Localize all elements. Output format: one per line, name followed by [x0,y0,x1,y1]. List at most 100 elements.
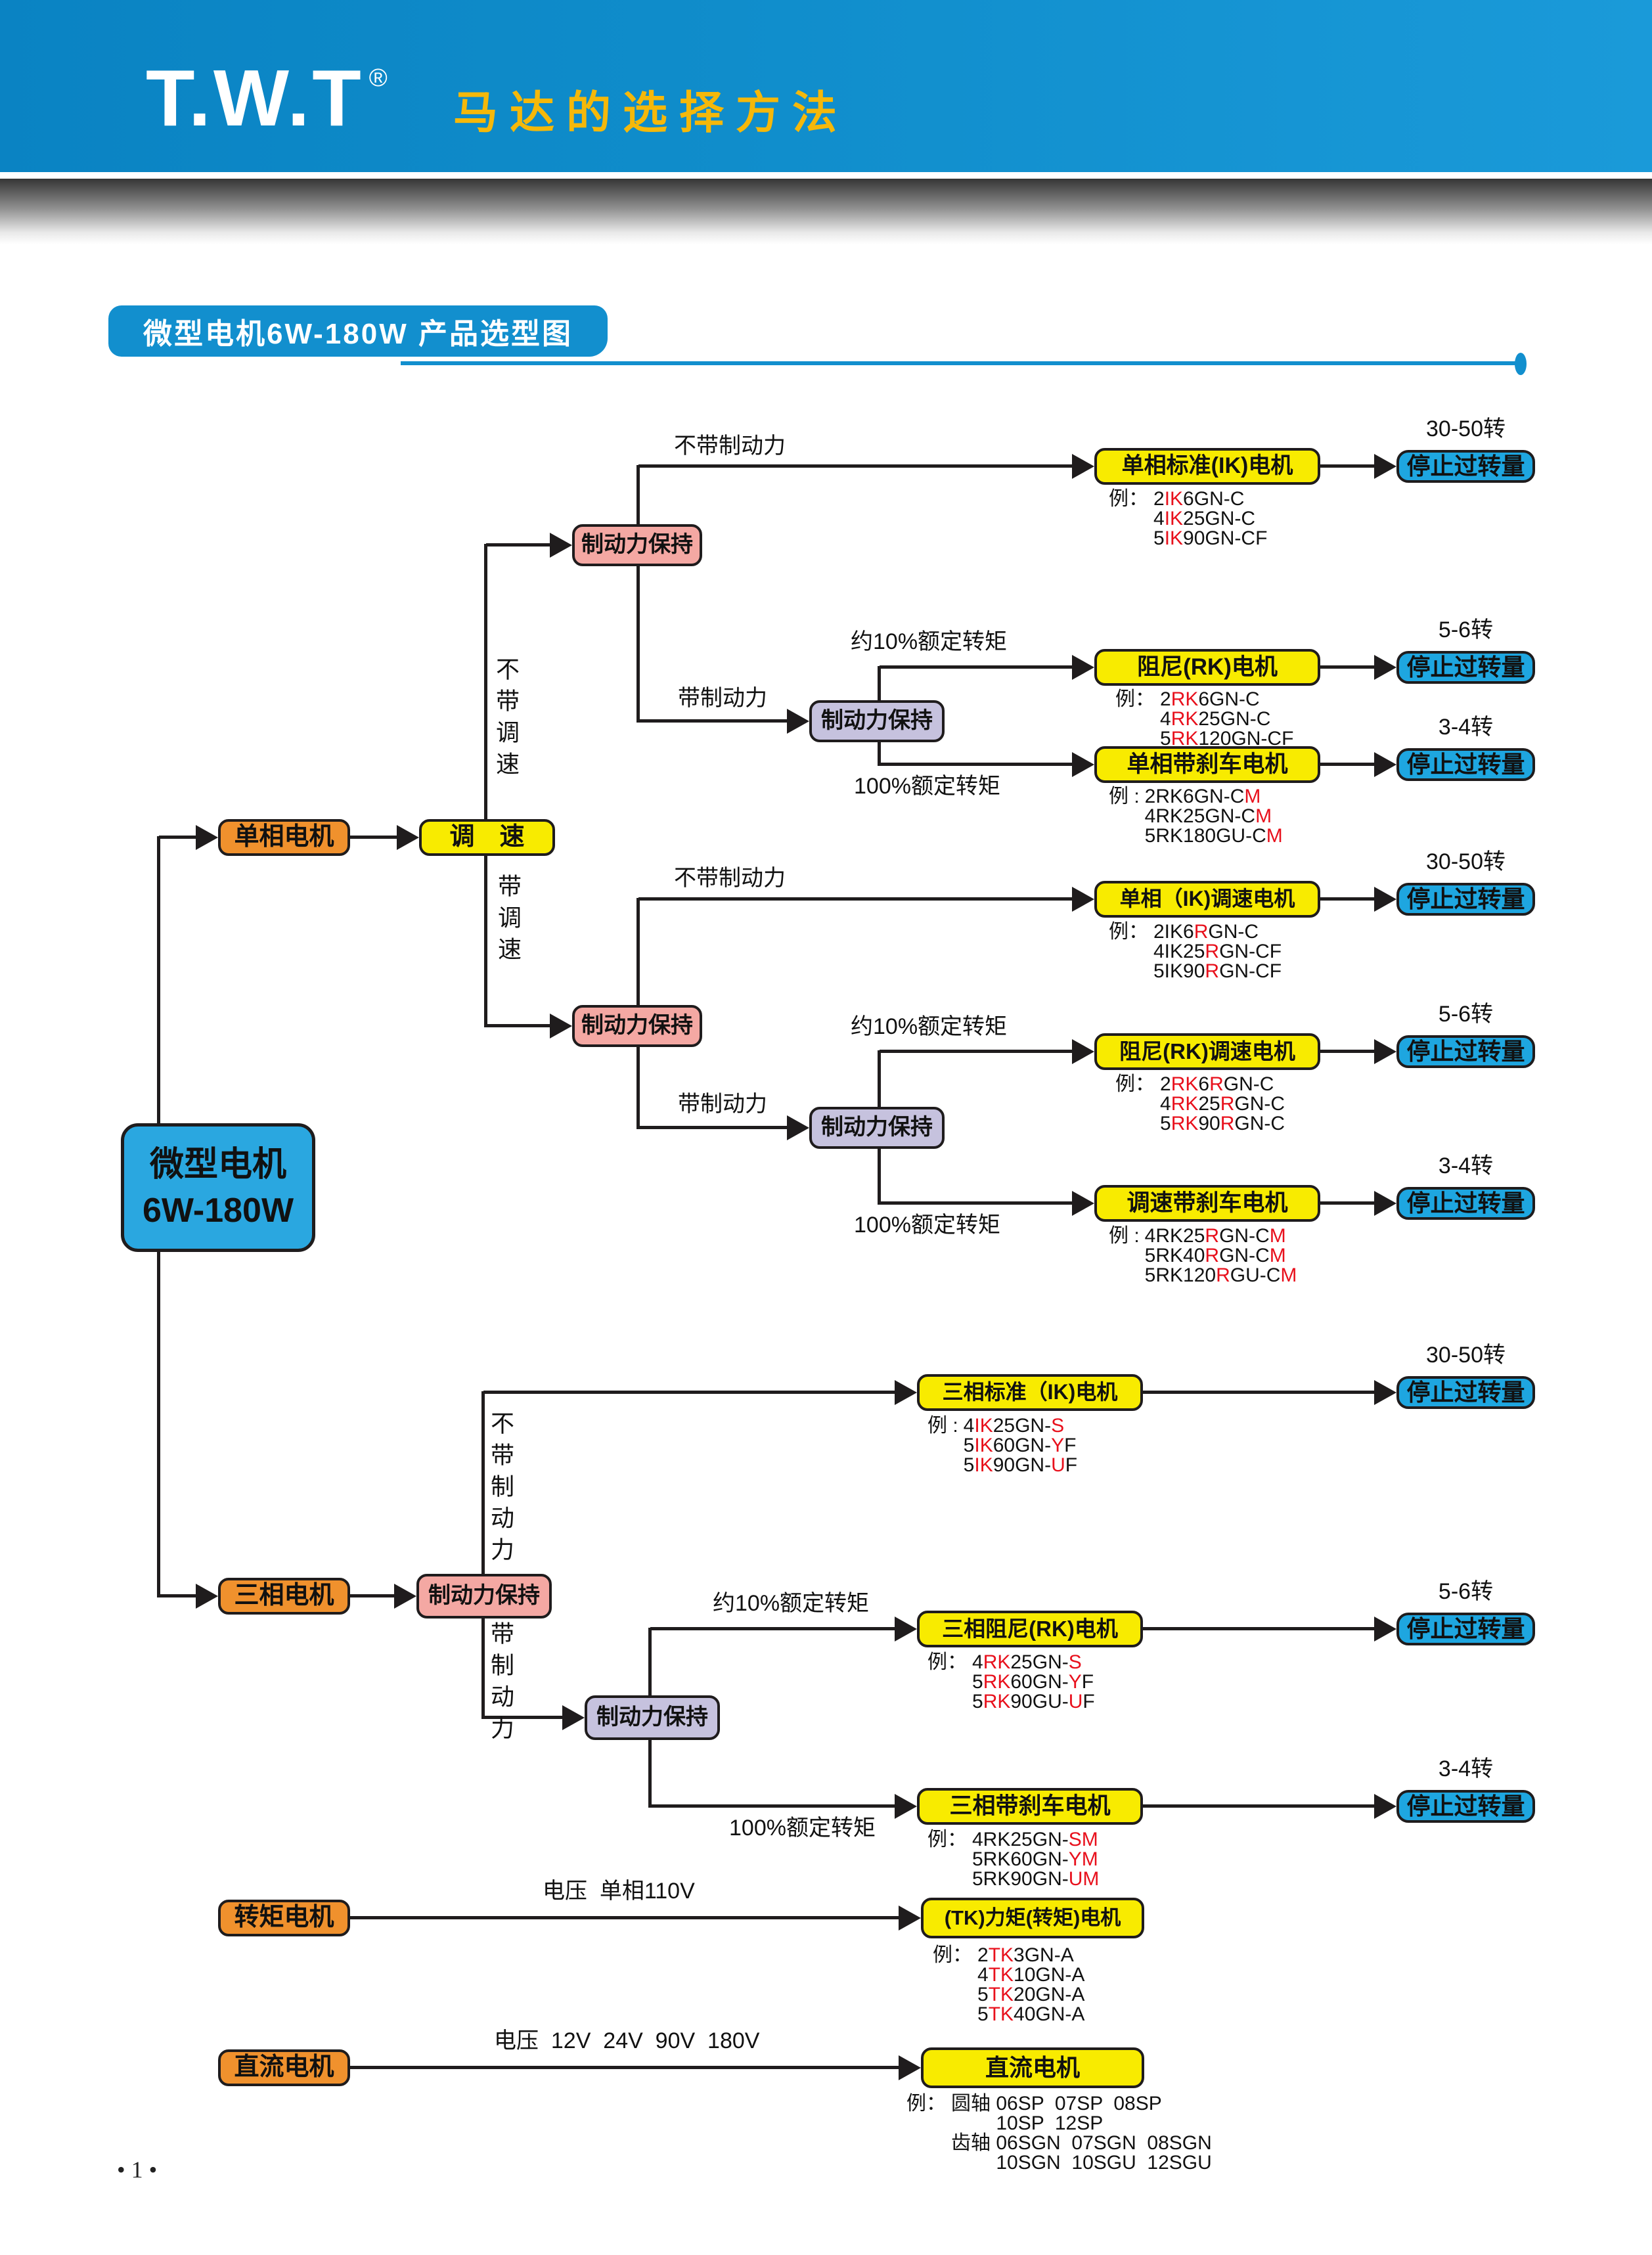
section-heading-rule [401,361,1521,365]
example-line: 5IK90GN-UF [964,1456,1077,1475]
connector-line [486,543,552,547]
edge-label: 约10%额定转矩 [851,629,1008,654]
model-code-highlight: R [1216,1264,1230,1286]
edge-label: 100%额定转矩 [854,774,1000,799]
connector-line [1320,1050,1377,1053]
model-code-highlight: IK [1164,527,1184,549]
node-motor-three-standard-ik: 三相标准（IK)电机 [917,1374,1143,1411]
model-code-text: 4 [972,1651,983,1673]
example-line: 4IK25RGN-CF [1153,942,1282,962]
example-line: 5IK90GN-CF [1153,529,1267,548]
example-line: 2TK3GN-A [977,1946,1084,1965]
model-code-text: 10GN-A [1014,1964,1085,1986]
connector-line [1143,1804,1377,1808]
arrowhead-icon [1374,752,1396,777]
turn-count-label: 3-4转 [1438,1153,1494,1178]
arrowhead-icon [895,1617,917,1641]
connector-line [650,1804,897,1808]
arrowhead-icon [1374,1380,1396,1405]
node-brake-hold-2: 制动力保持 [809,700,945,742]
example-line: 齿轴 06SGN 07SGN 08SGN [951,2133,1212,2153]
model-code-text: 齿轴 06SGN 07SGN 08SGN [951,2132,1212,2154]
arrowhead-icon [787,1115,809,1140]
connector-line [157,1250,160,1597]
model-code-highlight: M [1269,1225,1286,1247]
model-code-highlight: UM [1068,1868,1100,1890]
connector-line [880,1201,1075,1205]
example-prefix: 例 : [927,1415,958,1437]
edge-label: 约10%额定转矩 [713,1591,870,1616]
arrowhead-icon [899,2055,921,2080]
node-stop-overrun-5: 停止过转量 [1396,1035,1535,1068]
edge-label: 100%额定转矩 [729,1816,876,1841]
arrowhead-icon [1072,1191,1094,1216]
model-code-highlight: RK [1171,1093,1199,1115]
model-code-highlight: IK [974,1415,993,1437]
connector-line [648,1628,652,1697]
edge-label: 100%额定转矩 [854,1213,1000,1238]
connector-line [650,1627,897,1630]
example-line: 10SGN 10SGU 12SGU [951,2152,1212,2174]
turn-count-label: 5-6转 [1438,617,1494,642]
example-line: 5IK60GN-YF [964,1436,1077,1456]
connector-line [1320,464,1377,468]
model-code-highlight: IK [1164,488,1184,510]
vertical-edge-label: 带制动力 [487,1621,514,1747]
connector-line [638,464,1075,468]
model-code-text: 5 [972,1671,983,1693]
model-code-text: 4RK25 [1144,1225,1205,1247]
example-line: 5RK60GN-YF [972,1672,1095,1692]
example-line: 5RK90GN-UM [972,1869,1099,1889]
model-code-text: 6GN-C [1183,488,1245,510]
connector-line [1320,665,1377,669]
example-line: 5IK90RGN-CF [1153,962,1282,981]
connector-line [880,665,1075,669]
connector-line [157,836,160,1125]
model-code-text: GU-C [1230,1264,1281,1286]
model-code-text: 2IK6 [1153,921,1194,943]
model-code-text: 4 [1160,708,1171,730]
turn-count-label: 30-50转 [1426,1343,1506,1368]
example-line: 5RK90GU-UF [972,1692,1095,1712]
model-code-text: 5 [963,1435,975,1456]
model-code-text: 5 [1160,1113,1171,1134]
model-code-text: GN-C [1219,1245,1270,1266]
model-code-highlight: RK [1171,728,1199,749]
node-motor-damping-rk: 阻尼(RK)电机 [1094,649,1320,686]
page-header: T.W.T® 马达的选择方法 [0,0,1652,172]
node-stop-overrun-7: 停止过转量 [1396,1376,1535,1409]
arrowhead-icon [1072,1039,1094,1064]
model-code-highlight: Y [1068,1671,1082,1693]
node-brake-hold-6: 制动力保持 [585,1695,720,1740]
model-code-text: 25GN- [1010,1651,1069,1673]
node-stop-overrun-4: 停止过转量 [1396,883,1535,916]
model-code-highlight: RK [1171,1113,1199,1134]
model-code-highlight: IK [974,1435,993,1456]
model-code-text: GN-CF [1219,960,1282,982]
example-line: 5RK120GN-CF [1160,729,1293,749]
model-code-text: 25 [1198,1093,1220,1115]
model-code-text: 6GN-C [1198,688,1260,710]
example-line: 5RK180GU-CM [1145,826,1283,846]
node-brake-hold-4: 制动力保持 [809,1107,945,1149]
edge-label: 电压 单相110V [543,1879,695,1904]
arrowhead-icon [1374,454,1396,479]
arrowhead-icon [550,533,572,558]
model-code-text: 4RK25GN- [972,1829,1069,1850]
model-code-text: 10SGN 10SGU 12SGU [951,2152,1212,2174]
example-line: 圆轴 06SP 07SP 08SP [951,2094,1212,2114]
node-motor-single-brake: 单相带刹车电机 [1094,746,1320,783]
model-code-text: 2 [1153,488,1165,510]
example-prefix: 例： [933,1944,972,1966]
connector-line [880,1050,1075,1053]
connector-line [486,1024,552,1027]
connector-line [878,741,881,766]
